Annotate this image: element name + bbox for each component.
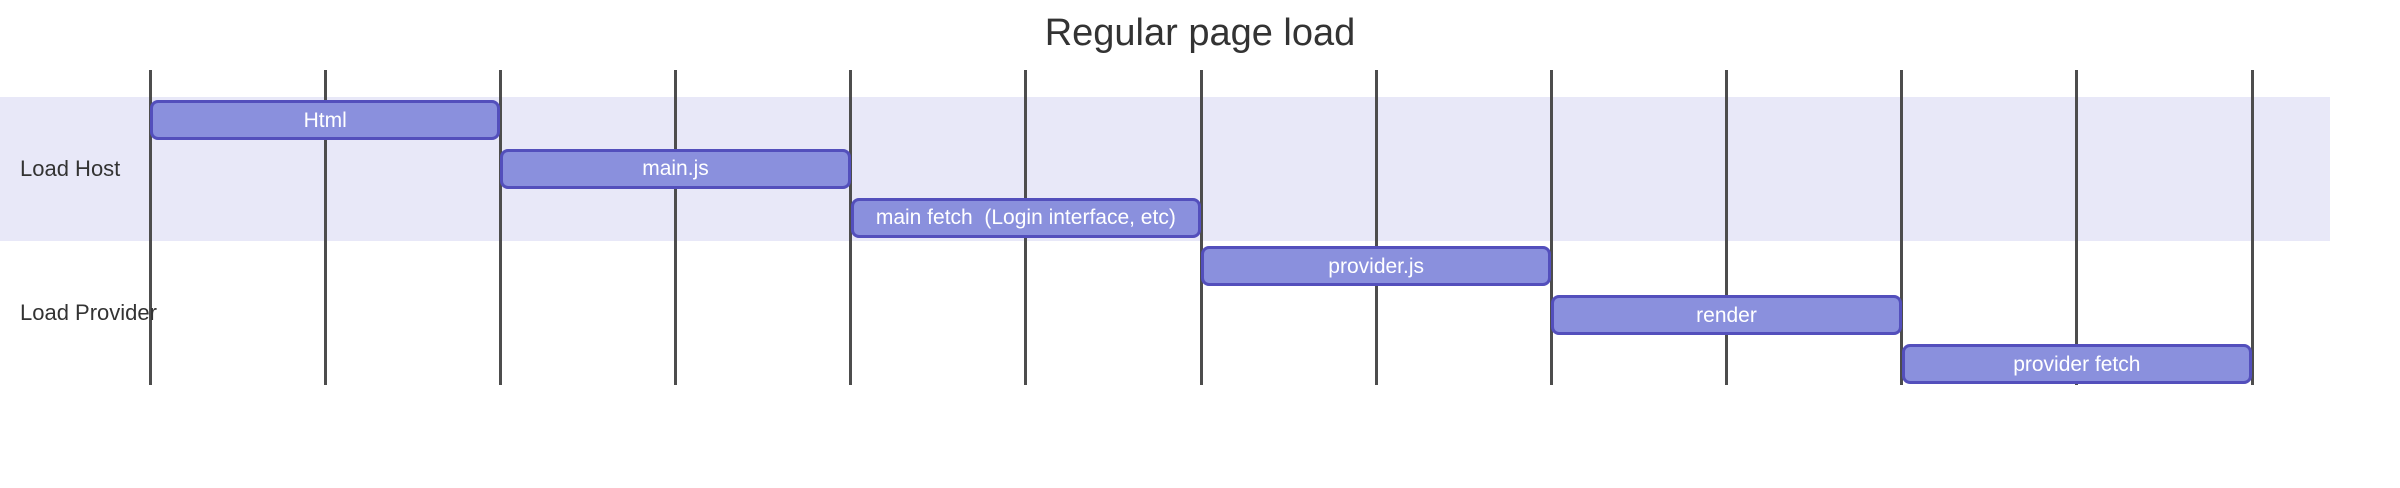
gridline-tick (498, 70, 502, 385)
task-bar-html: Html (150, 100, 501, 140)
gridline-tick (1900, 70, 1904, 385)
task-label: Html (303, 108, 347, 132)
gridline-tick (1725, 70, 1728, 385)
task-bar-main-fetch-login-interface-etc: main fetch (Login interface, etc) (850, 197, 1201, 238)
section-label-load-host: Load Host (20, 156, 121, 181)
task-bar-provider-js: provider.js (1201, 246, 1552, 287)
task-bar-provider-fetch: provider fetch (1901, 344, 2252, 384)
section-label-load-provider: Load Provider (20, 300, 157, 325)
chart-title: Regular page load (1044, 12, 1356, 54)
gridline-tick (1199, 70, 1203, 385)
task-label: render (1696, 303, 1757, 327)
task-label: main.js (642, 157, 709, 181)
gridline-tick (2250, 70, 2254, 385)
task-bar-render: render (1551, 295, 1902, 336)
gridline-tick (1374, 70, 1378, 385)
gridline-tick (2075, 70, 2079, 385)
gridline-tick (323, 70, 327, 385)
task-label: provider fetch (2013, 352, 2141, 376)
task-bar-main-js: main.js (500, 148, 851, 189)
gridline-tick (148, 70, 152, 385)
gridline-tick (674, 70, 677, 385)
task-label: main fetch (Login interface, etc) (875, 206, 1176, 230)
gridline-tick (1549, 70, 1553, 385)
task-label: provider.js (1328, 254, 1425, 278)
